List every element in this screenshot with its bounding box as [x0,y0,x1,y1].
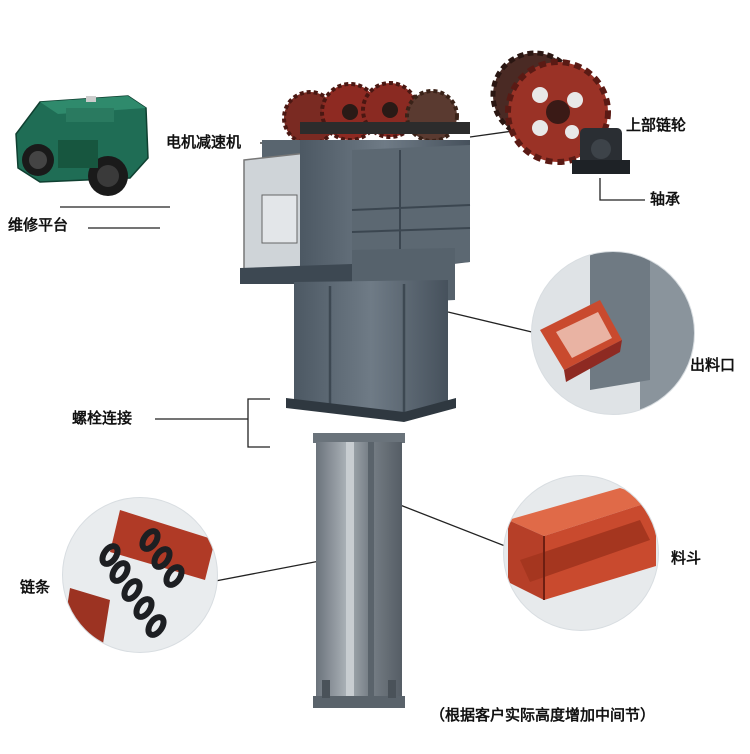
chain-inset [62,497,218,653]
leader-line-chain [204,559,326,584]
leader-lines [60,129,645,584]
label-outlet: 出料口 [690,356,736,374]
bolt-bracket [247,398,270,448]
bucket-inset [503,475,659,631]
gearbox-illustration [15,95,149,196]
label-upper-sprocket: 上部链轮 [626,116,687,134]
elevator-head [240,140,471,422]
outlet-inset [531,251,695,415]
leader-line-outlet [447,311,537,334]
label-bolt-connection: 螺栓连接 [72,409,133,427]
top-sprockets [282,81,470,146]
leader-line-bearing [599,178,645,201]
middle-section [313,433,405,708]
leader-line-bucket [394,502,511,549]
label-bucket: 料斗 [671,549,702,567]
label-maintenance-platform: 维修平台 [8,216,69,234]
upper-sprocket-illustration [490,50,630,174]
label-motor-reducer: 电机减速机 [166,133,242,151]
label-bearing: 轴承 [650,190,681,208]
label-chain: 链条 [20,578,51,596]
note-middle-section: （根据客户实际高度增加中间节） [430,706,656,724]
